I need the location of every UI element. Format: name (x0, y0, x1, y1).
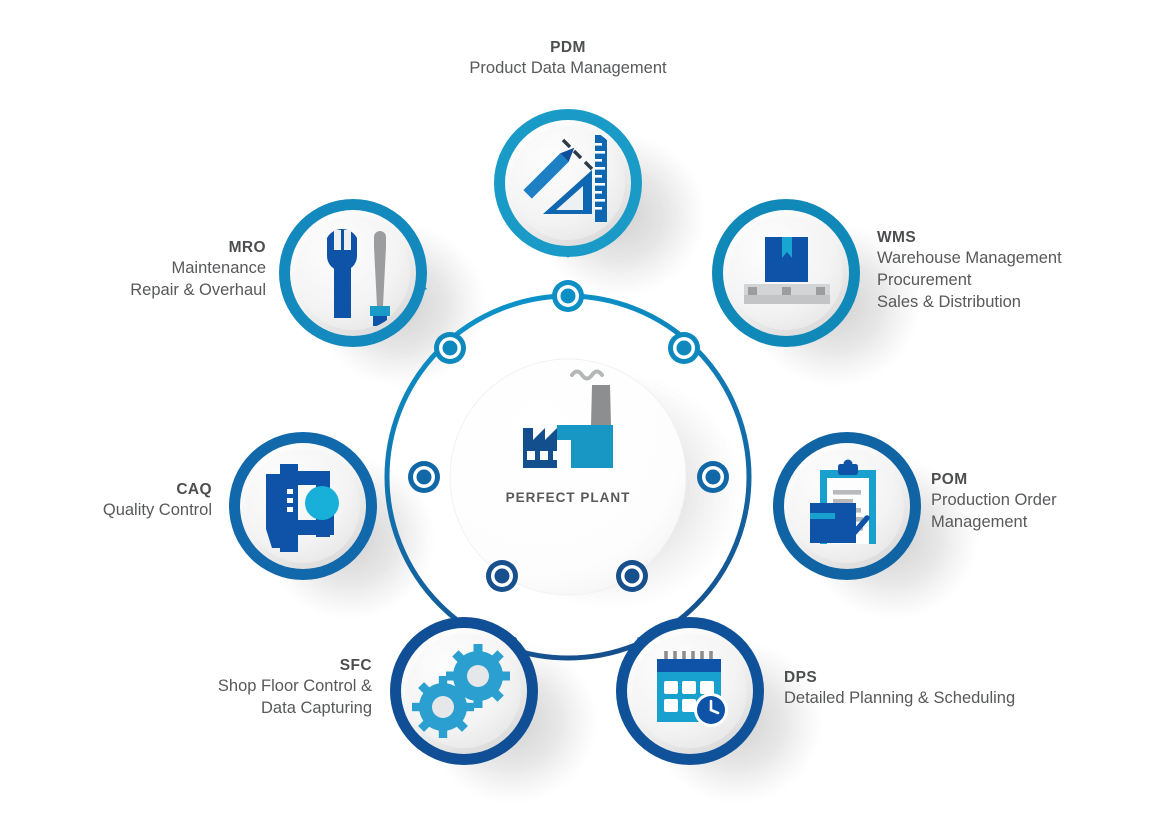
module-label-pdm: PDM Product Data Management (388, 38, 748, 80)
ruler-pencil-set-square-icon (523, 135, 607, 222)
connector-node-lower-left[interactable] (486, 560, 518, 592)
module-label-sfc: SFC Shop Floor Control & Data Capturing (110, 656, 372, 720)
connector-node-left[interactable] (408, 461, 440, 493)
module-bubble-mro[interactable] (279, 199, 427, 347)
module-desc-sfc-line1: Shop Floor Control & (217, 677, 372, 696)
caliper-icon (266, 464, 339, 552)
module-code-mro: MRO (228, 239, 266, 256)
module-desc-pdm-line1: Product Data Management (469, 59, 667, 78)
module-code-pom: POM (931, 471, 968, 488)
clipboard-check-box-icon (810, 459, 876, 544)
module-label-dps: DPS Detailed Planning & Scheduling (784, 668, 1124, 710)
module-desc-wms-line3: Sales & Distribution (877, 292, 1021, 311)
gears-icon (412, 644, 510, 738)
wrench-screwdriver-icon (327, 229, 390, 326)
module-label-mro: MRO Maintenance Repair & Overhaul (40, 238, 266, 302)
factory-icon (523, 369, 613, 468)
module-desc-pom-line1: Production Order (931, 491, 1057, 510)
module-label-pom: POM Production Order Management (931, 470, 1161, 534)
module-code-dps: DPS (784, 669, 818, 686)
module-desc-caq-line1: Quality Control (102, 501, 212, 520)
connector-node-lower-right[interactable] (616, 560, 648, 592)
center-caption: PERFECT PLANT (505, 490, 631, 505)
module-bubble-wms[interactable] (712, 199, 860, 347)
module-desc-mro-line1: Maintenance (171, 259, 266, 278)
module-desc-dps-line1: Detailed Planning & Scheduling (784, 689, 1016, 708)
module-code-caq: CAQ (176, 481, 212, 498)
calendar-clock-icon (657, 651, 728, 727)
module-desc-sfc-line2: Data Capturing (261, 699, 372, 718)
module-desc-wms-line2: Procurement (877, 271, 972, 290)
module-bubble-pom[interactable] (773, 432, 921, 580)
module-code-pdm: PDM (550, 39, 586, 56)
module-code-wms: WMS (877, 229, 917, 246)
module-desc-mro-line2: Repair & Overhaul (130, 281, 266, 300)
connector-node-upper-right[interactable] (668, 332, 700, 364)
module-label-caq: CAQ Quality Control (20, 480, 212, 522)
connector-node-top[interactable] (552, 280, 584, 312)
connector-nodes (408, 280, 729, 592)
module-desc-pom-line2: Management (931, 513, 1028, 532)
module-bubble-sfc[interactable] (390, 617, 538, 765)
module-code-sfc: SFC (339, 657, 372, 674)
module-desc-wms-line1: Warehouse Management (877, 249, 1062, 268)
module-label-wms: WMS Warehouse Management Procurement Sal… (877, 228, 1147, 314)
module-bubble-dps[interactable] (616, 617, 764, 765)
connector-node-right[interactable] (697, 461, 729, 493)
module-bubble-pdm[interactable] (494, 109, 642, 258)
module-bubble-caq[interactable] (229, 432, 377, 580)
connector-node-upper-left[interactable] (434, 332, 466, 364)
box-on-conveyor-icon (744, 237, 830, 304)
center-node (449, 358, 687, 596)
